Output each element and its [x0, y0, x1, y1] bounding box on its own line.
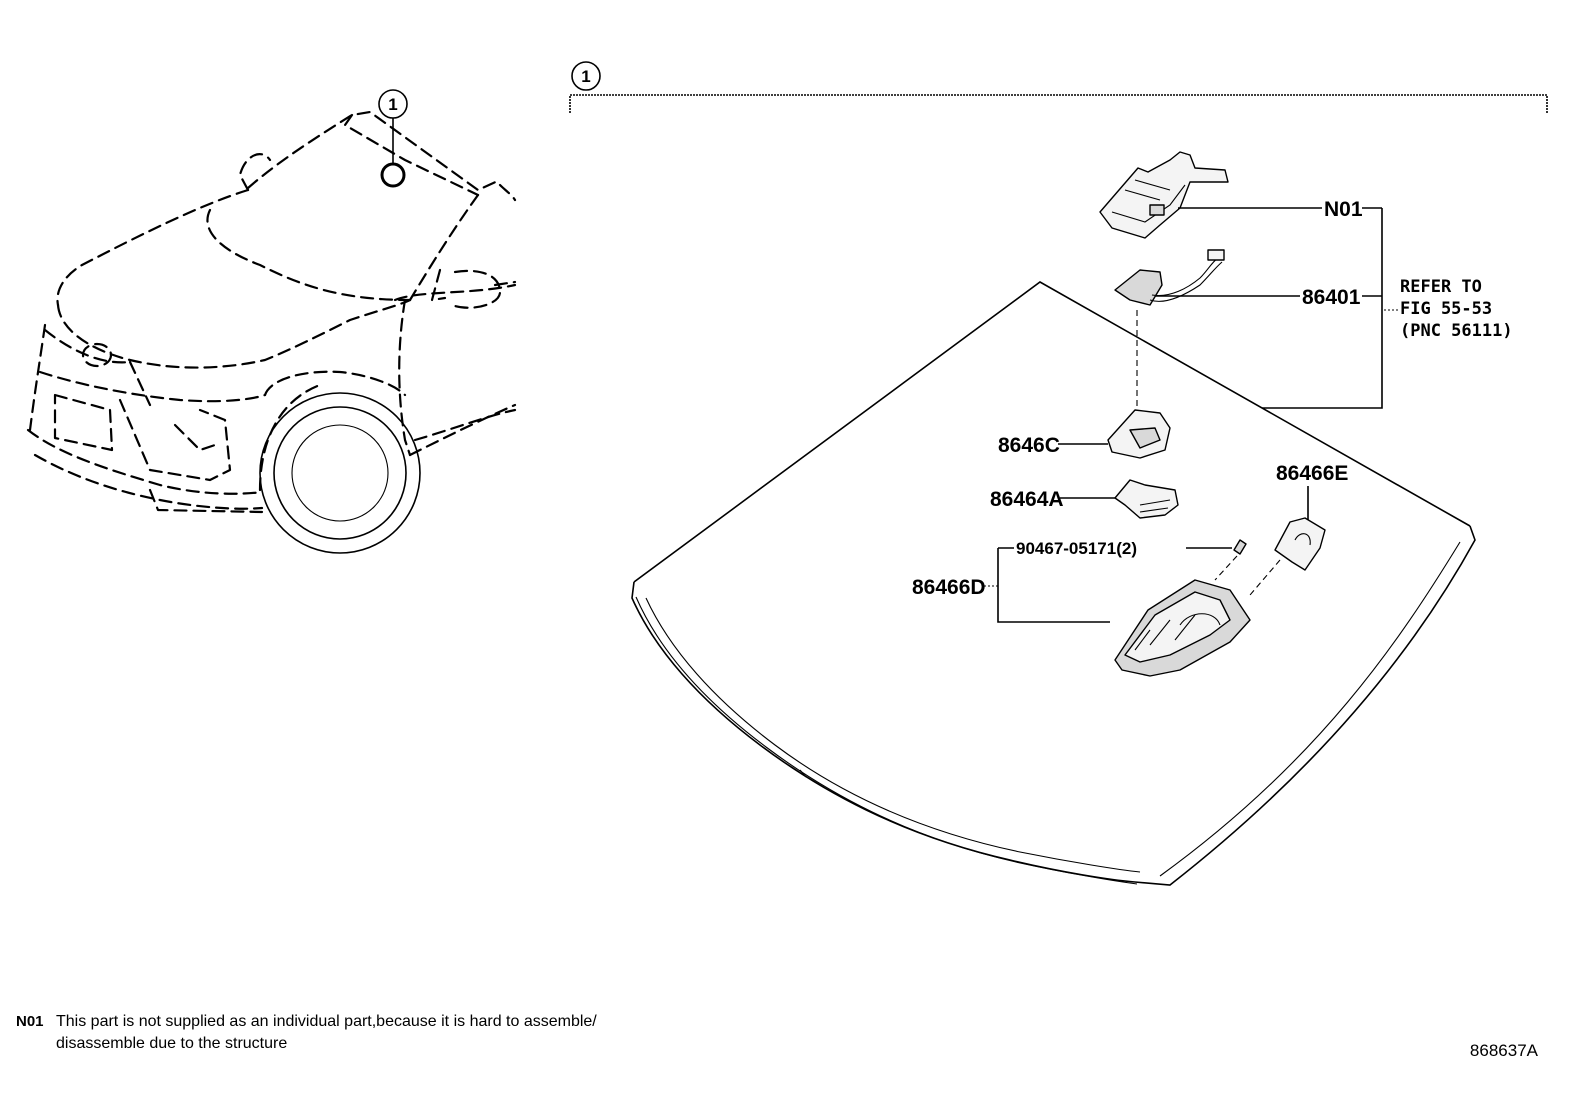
- label-86464a: 86464A: [990, 488, 1064, 511]
- refer-line-1: REFER TO: [1400, 277, 1482, 297]
- footnote-code: N01: [16, 1013, 44, 1030]
- assembly-callout-number: 1: [581, 67, 590, 86]
- refer-line-3: (PNC 56111): [1400, 321, 1513, 341]
- vehicle-callout-number: 1: [388, 95, 397, 114]
- label-86401: 86401: [1302, 286, 1361, 309]
- footnote-line-1: This part is not supplied as an individu…: [56, 1013, 597, 1030]
- part-86466d-shape: [1114, 579, 1251, 677]
- windshield-glass: [631, 281, 1476, 886]
- part-8646c-shape: [1107, 409, 1171, 459]
- part-86466e-shape: [1274, 517, 1326, 571]
- label-86466e: 86466E: [1276, 462, 1348, 485]
- label-n01: N01: [1324, 198, 1363, 221]
- refer-line-2: FIG 55-53: [1400, 299, 1492, 319]
- part-90467-shape: [1233, 539, 1247, 555]
- footnote-line-2: disassemble due to the structure: [56, 1035, 287, 1052]
- label-90467-text: 90467-05171(2): [1016, 539, 1137, 558]
- footnote: N01 This part is not supplied as an indi…: [16, 1013, 597, 1052]
- assembly-bracket: 1: [569, 61, 1548, 113]
- part-86464a-shape: [1114, 479, 1179, 519]
- part-n01-shape: [1099, 151, 1229, 239]
- part-86401-shape: [1114, 249, 1225, 306]
- vehicle-illustration: 1: [26, 89, 517, 554]
- label-8646c: 8646C: [998, 434, 1060, 457]
- diagram-id: 868637A: [1470, 1041, 1539, 1060]
- label-86466d: 86466D: [912, 576, 986, 599]
